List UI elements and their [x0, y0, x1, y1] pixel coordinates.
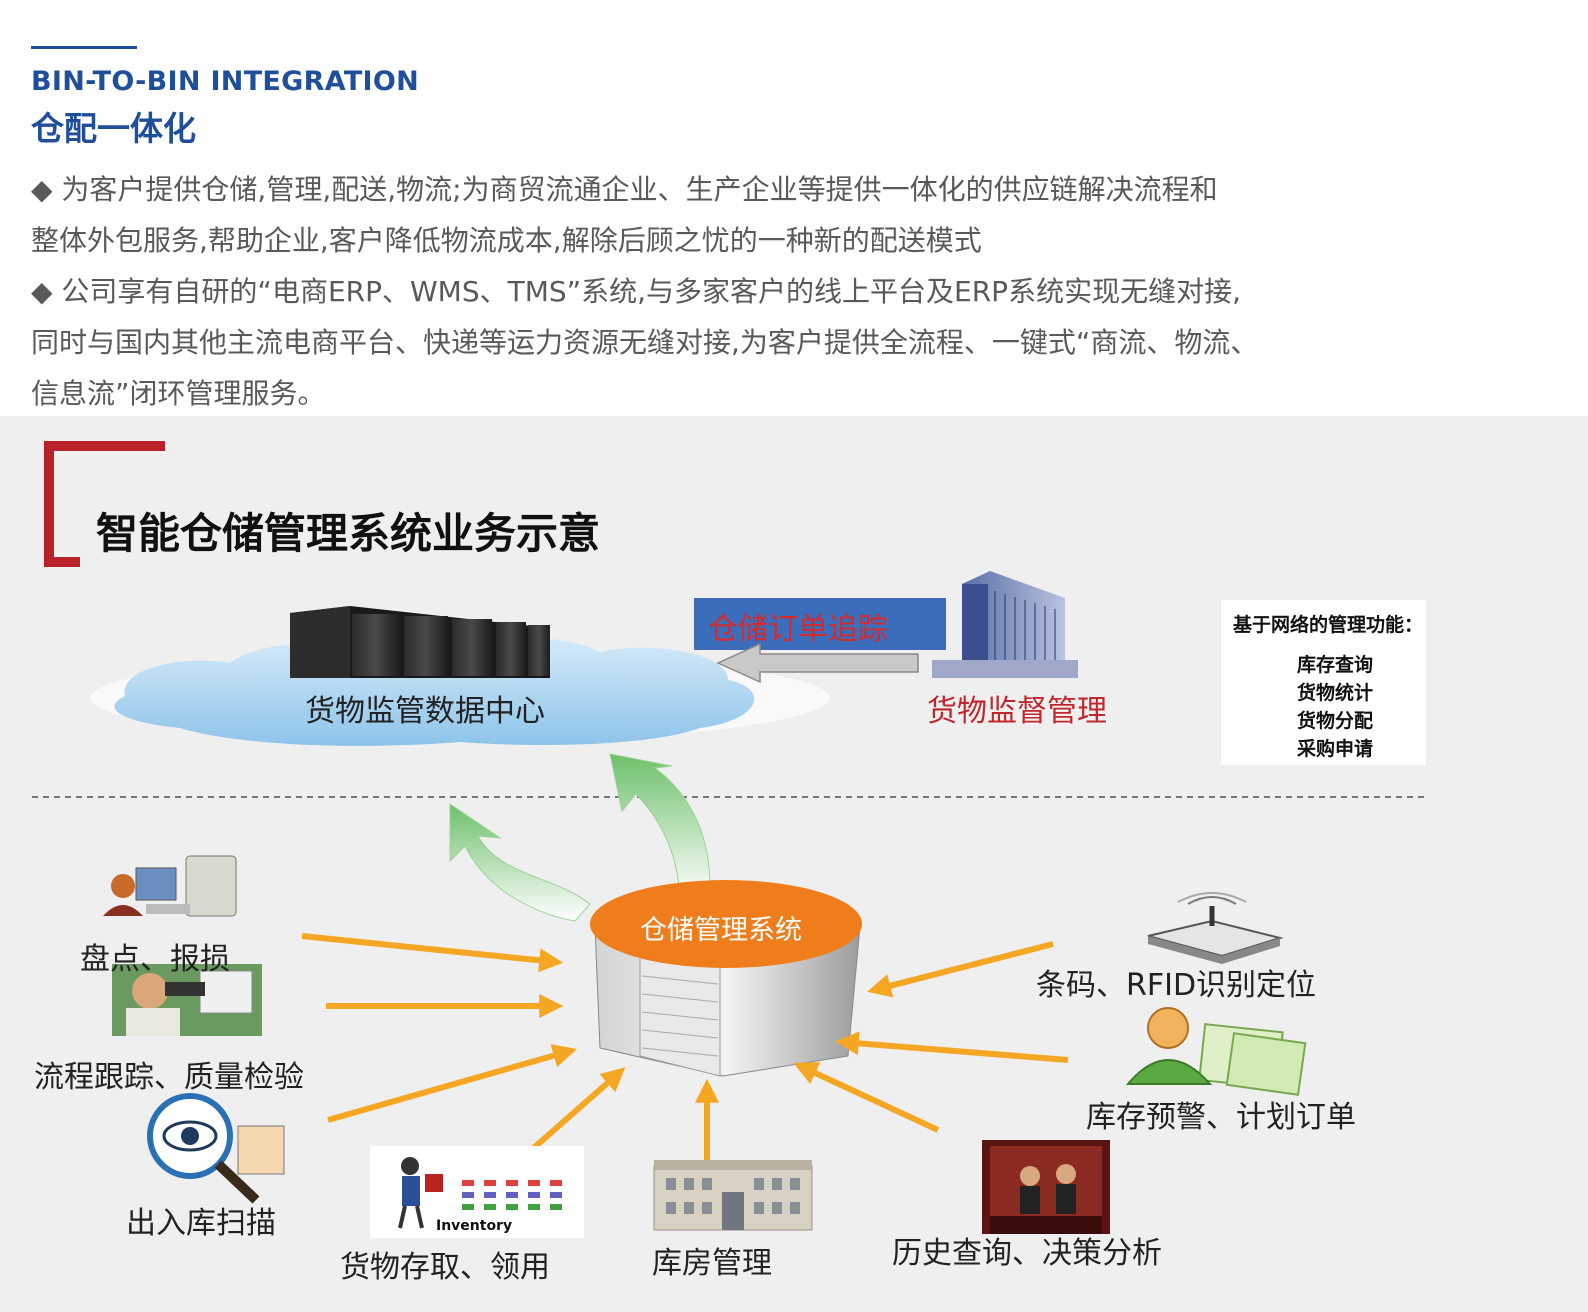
business-integrity-icon: [982, 1140, 1110, 1234]
module-history-analysis: 历史查询、决策分析: [892, 1236, 1162, 1271]
server-rack-icon: [290, 606, 550, 678]
module-barcode-rfid: 条码、RFID识别定位: [1036, 968, 1317, 1003]
green-arrow-icon: [449, 803, 591, 922]
order-tracking-label: 仓储订单追踪: [708, 612, 888, 647]
title-bracket-icon: [44, 441, 165, 567]
module-warehouse-mgmt: 库房管理: [652, 1246, 772, 1281]
inventory-worker-icon: [370, 1146, 584, 1238]
diagram-title: 智能仓储管理系统业务示意: [96, 509, 601, 558]
module-stock-warning: 库存预警、计划订单: [1086, 1100, 1356, 1135]
wms-server-icon: [590, 880, 862, 1077]
function-item: 采购申请: [1297, 738, 1374, 760]
functions-box: 基于网络的管理功能： 库存查询 货物统计 货物分配 采购申请: [1221, 600, 1426, 765]
order-tracking-banner: [694, 598, 946, 650]
rfid-reader-icon: [1147, 892, 1284, 964]
functions-title: 基于网络的管理功能：: [1233, 614, 1424, 636]
page-title-en: BIN-TO-BIN INTEGRATION: [31, 66, 420, 97]
function-item: 库存查询: [1297, 654, 1374, 676]
function-item: 货物分配: [1297, 710, 1374, 732]
function-item: 货物统计: [1297, 682, 1374, 704]
center-system-label: 仓储管理系统: [640, 915, 802, 946]
office-building-icon: [932, 571, 1078, 678]
inventory-image-text: Inventory: [436, 1218, 513, 1234]
magnifier-eye-icon: [147, 1093, 285, 1204]
orange-arrows: [301, 933, 1069, 1163]
supervision-label: 货物监督管理: [927, 694, 1107, 729]
wms-diagram: 智能仓储管理系统业务示意 货物监管数据中心 仓储订单追踪 货物监督管理 基于网络…: [0, 416, 1588, 1312]
cloud-icon: [90, 635, 830, 746]
page-title-zh: 仓配一体化: [31, 109, 196, 148]
warehouse-building-icon: [653, 1160, 813, 1231]
green-arrow-icon: [609, 753, 711, 899]
people-computer-icon: [103, 855, 237, 917]
intro-paragraph: ◆ 为客户提供仓储,管理,配送,物流;为商贸流通企业、生产企业等提供一体化的供应…: [31, 164, 1451, 419]
data-center-label: 货物监管数据中心: [305, 694, 545, 729]
module-process-tracking: 流程跟踪、质量检验: [34, 1060, 304, 1095]
intro-line: 同时与国内其他主流电商平台、快递等运力资源无缝对接,为客户提供全流程、一键式“商…: [31, 326, 1259, 359]
module-inventory-check: 盘点、报损: [80, 942, 230, 977]
intro-line: 信息流”闭环管理服务。: [31, 377, 326, 410]
module-scan: 出入库扫描: [126, 1206, 276, 1241]
top-accent-rule: [31, 46, 137, 49]
left-arrow-icon: [716, 642, 919, 684]
module-goods-access: 货物存取、领用: [340, 1250, 550, 1285]
intro-line: ◆ 公司享有自研的“电商ERP、WMS、TMS”系统,与多家客户的线上平台及ER…: [31, 275, 1241, 308]
inspector-icon: [112, 964, 262, 1036]
diagram-graphics: [32, 441, 1424, 1238]
intro-line: 整体外包服务,帮助企业,客户降低物流成本,解除后顾之忧的一种新的配送模式: [31, 224, 982, 257]
user-documents-icon: [1125, 1007, 1307, 1096]
intro-line: ◆ 为客户提供仓储,管理,配送,物流;为商贸流通企业、生产企业等提供一体化的供应…: [31, 173, 1218, 206]
